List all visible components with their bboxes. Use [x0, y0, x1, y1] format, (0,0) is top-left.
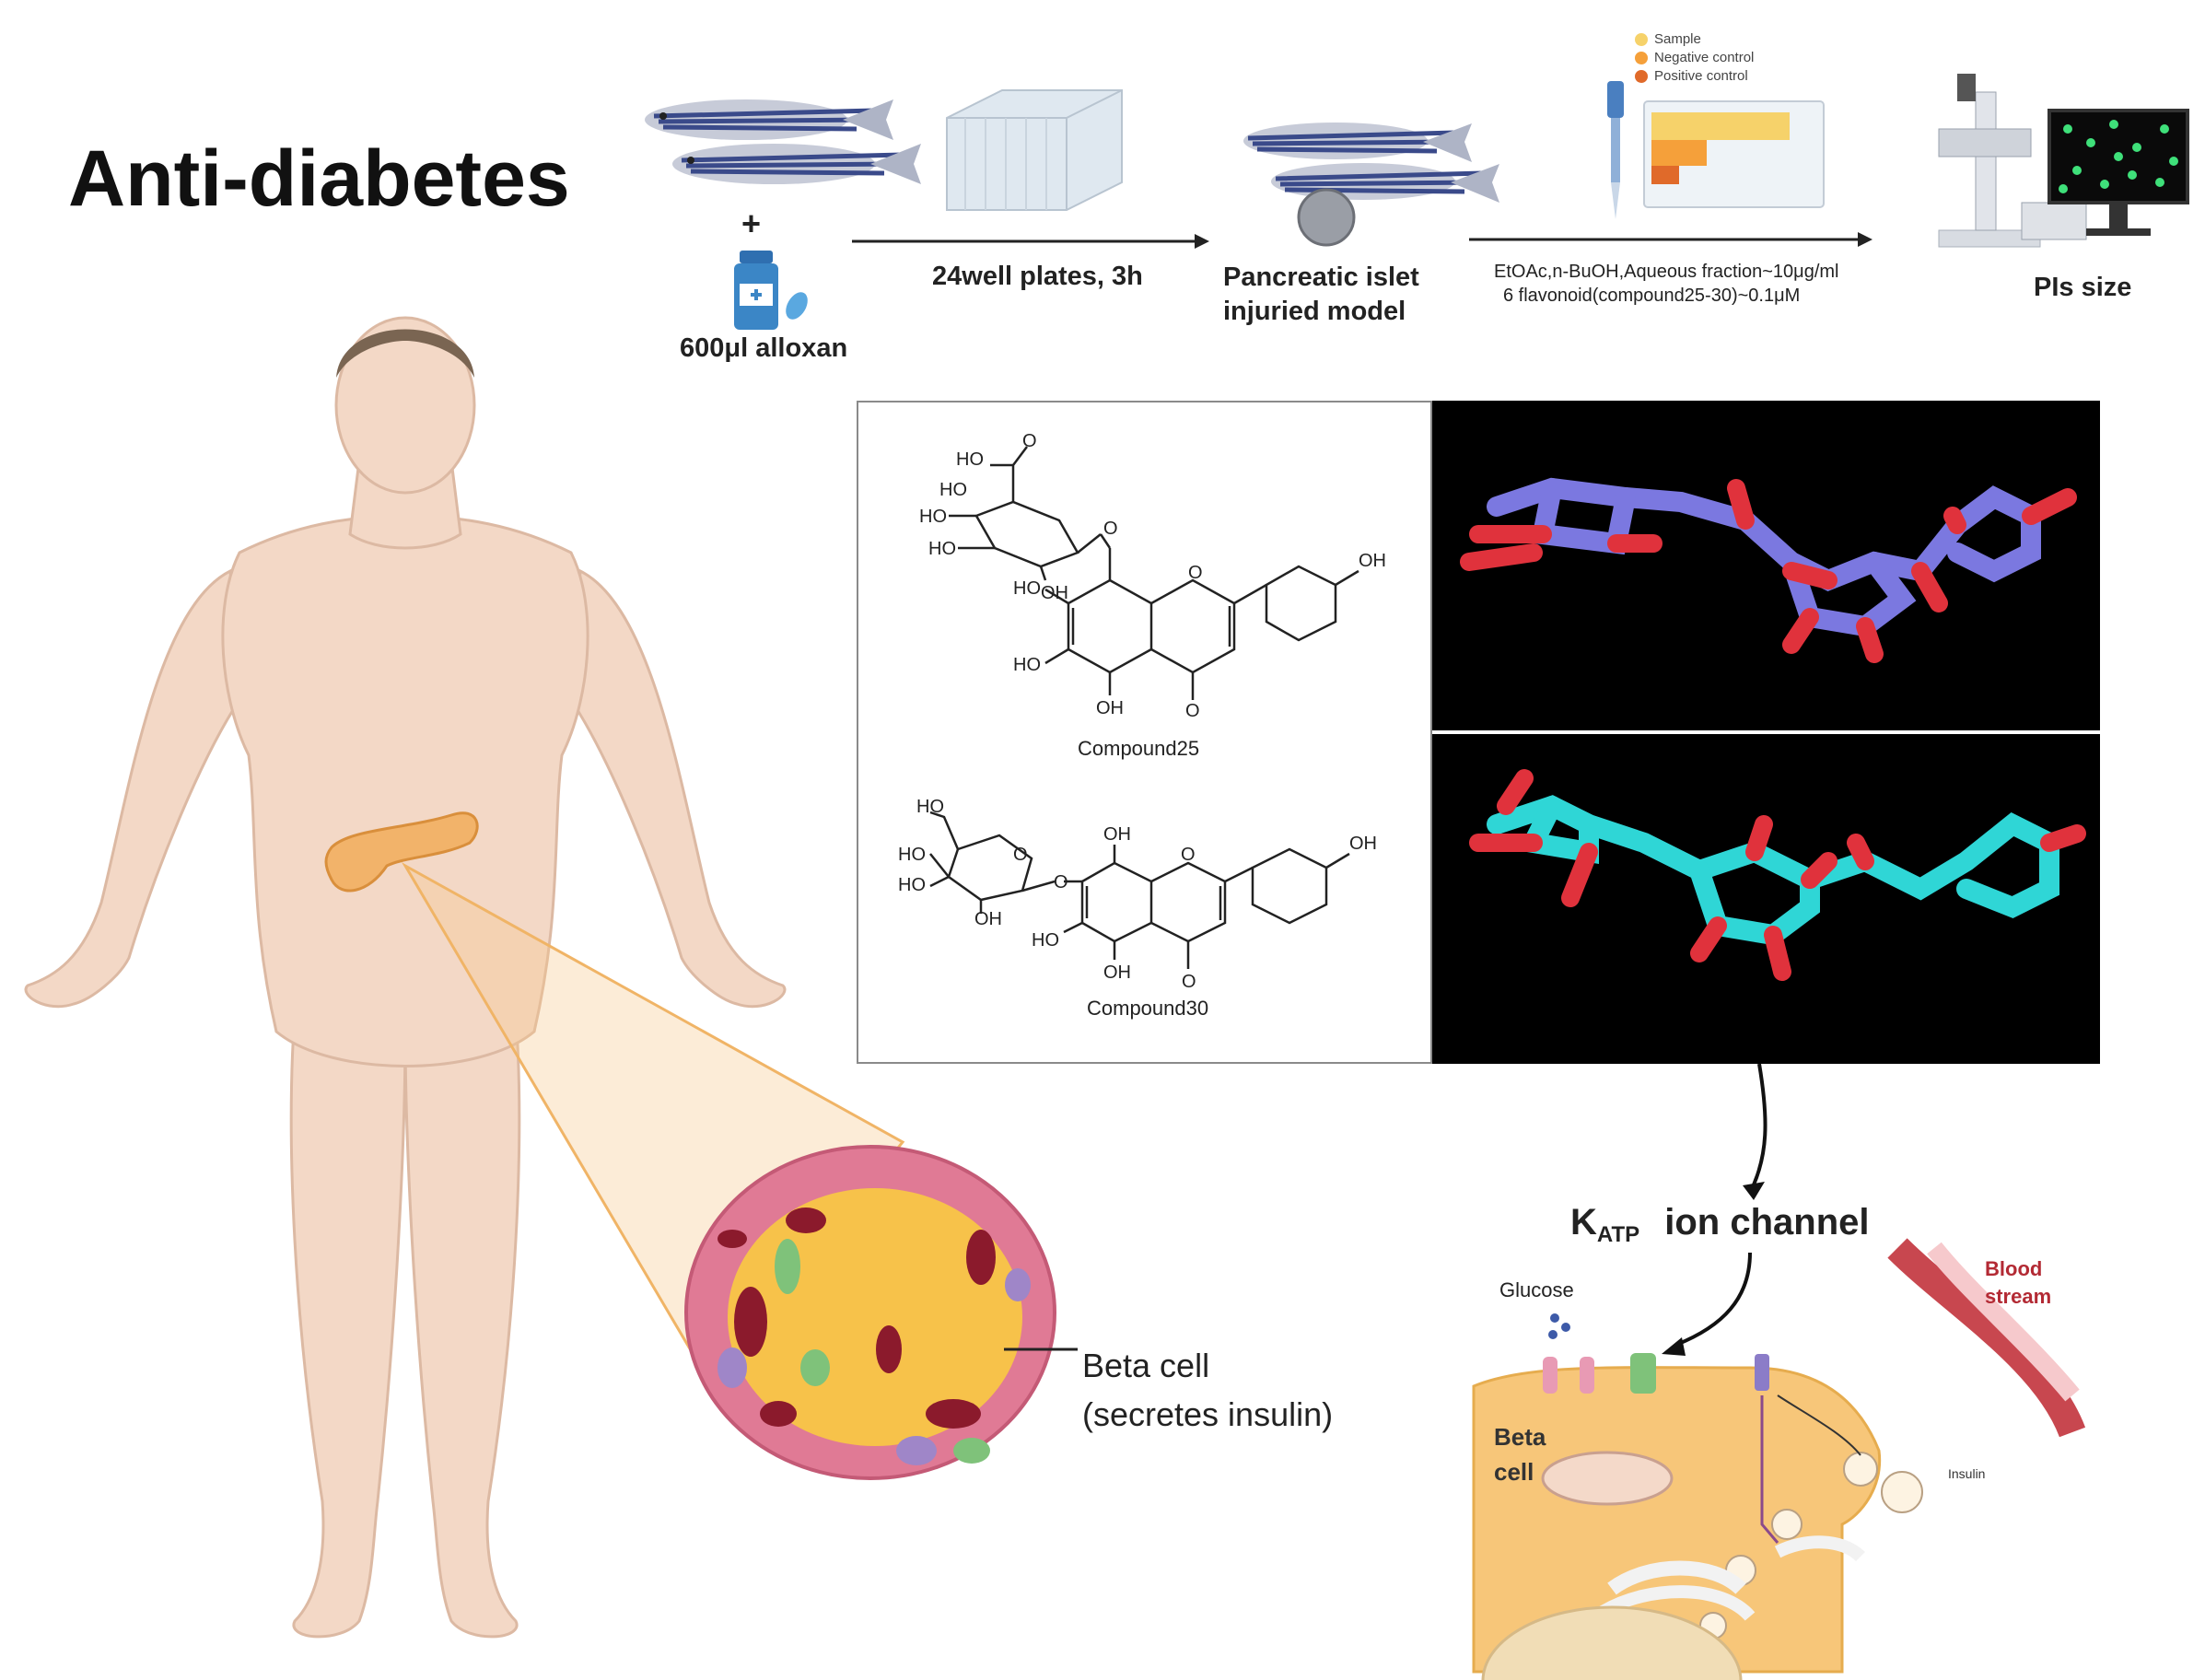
c25-label-12: O — [1185, 701, 1200, 721]
c30-label-1: HO — [898, 845, 926, 865]
treatment-line2: 6 flavonoid(compound25-30)~0.1μM — [1503, 286, 1801, 306]
c30-label-5: OH — [974, 909, 1002, 929]
insulin-label: Insulin — [1948, 1466, 1986, 1481]
well-plate-icon — [946, 89, 1123, 211]
compound30-structure: HO HO HO O O OH OH O OH HO OH O — [898, 797, 1377, 992]
model-label-line1: Pancreatic islet — [1223, 262, 1419, 292]
pancreas-icon — [324, 811, 479, 892]
c25-label-5: OH — [1041, 583, 1068, 603]
compound-structures-panel — [857, 401, 1432, 1064]
c25-label-11: OH — [1096, 698, 1124, 718]
compound25-name: Compound25 — [1078, 737, 1200, 760]
katp-arrow-2 — [1662, 1252, 1752, 1356]
c30-label-3: O — [1013, 845, 1028, 865]
plates-label: 24well plates, 3h — [932, 262, 1143, 291]
katp-arrow-1 — [1743, 1063, 1768, 1200]
c30-label-9: HO — [1032, 930, 1059, 951]
c30-label-7: O — [1181, 845, 1196, 865]
legend-positive: Positive control — [1654, 68, 1748, 84]
c30-label-0: HO — [916, 797, 944, 817]
legend-dot-sample — [1635, 33, 1648, 46]
treatment-line1: EtOAc,n-BuOH,Aqueous fraction~10μg/ml — [1494, 262, 1839, 282]
result-label: PIs size — [2034, 273, 2132, 302]
legend-sample: Sample — [1654, 31, 1701, 47]
c30-label-11: O — [1182, 972, 1196, 992]
c25-label-10: HO — [1013, 655, 1041, 675]
katp-rest: ion channel — [1664, 1202, 1870, 1242]
pancreatic-islet-illustration — [684, 1145, 1056, 1480]
pipette-plate-icon — [1607, 81, 1825, 219]
page-title: Anti-diabetes — [68, 134, 570, 223]
plus-sign: + — [741, 204, 762, 242]
compound30-name: Compound30 — [1087, 997, 1209, 1020]
c30-label-10: OH — [1103, 962, 1131, 983]
blood-stream-label-line1: Blood — [1985, 1257, 2043, 1280]
alloxan-label: 600μl alloxan — [680, 333, 848, 363]
compound25-structure: HO O HO HO HO OH O OH HO O HO OH O — [919, 431, 1386, 721]
workflow-arrow-1 — [852, 234, 1209, 249]
c25-label-0: HO — [956, 449, 984, 470]
c25-label-2: HO — [919, 507, 947, 527]
cell-label-line1: Beta — [1494, 1423, 1546, 1451]
legend-negative: Negative control — [1654, 50, 1755, 65]
microscope-icon — [1938, 74, 2189, 248]
c25-label-4: HO — [939, 480, 967, 500]
compound25-3d-model — [1460, 477, 2077, 663]
workflow-arrow-2 — [1469, 232, 1872, 247]
katp-sub: ATP — [1596, 1222, 1640, 1247]
c25-label-3: HO — [928, 539, 956, 559]
zebrafish-icon — [645, 99, 921, 184]
c30-label-8: OH — [1349, 834, 1377, 854]
glucose-label: Glucose — [1499, 1278, 1574, 1301]
blood-stream-label-line2: stream — [1985, 1285, 2052, 1308]
c25-label-1: O — [1022, 431, 1037, 451]
katp-label: KATP ion channel — [1570, 1202, 1869, 1248]
c25-label-6: O — [1103, 519, 1118, 539]
legend-dot-positive — [1635, 70, 1648, 83]
beta-cell-label-line1: Beta cell — [1082, 1347, 1210, 1384]
katp-k: K — [1570, 1202, 1597, 1242]
model-label-line2: injuried model — [1223, 297, 1406, 326]
c30-label-2: HO — [898, 875, 926, 895]
c30-label-4: O — [1054, 872, 1068, 892]
beta-cell-label-line2: (secretes insulin) — [1082, 1395, 1334, 1433]
c30-label-6: OH — [1103, 824, 1131, 845]
c25-label-8: HO — [1013, 578, 1041, 599]
compound30-3d-model — [1469, 769, 2086, 981]
beta-cell-pointer — [1004, 1348, 1078, 1351]
cell-label-line2: cell — [1494, 1458, 1534, 1486]
human-body-figure — [24, 316, 905, 1639]
legend-dot-negative — [1635, 52, 1648, 64]
beta-cell-diagram — [1472, 1238, 2086, 1680]
c25-label-9: O — [1188, 563, 1203, 583]
injured-zebrafish-icon — [1243, 122, 1499, 247]
alloxan-bottle-icon — [734, 251, 808, 330]
c25-label-7: OH — [1359, 551, 1386, 571]
